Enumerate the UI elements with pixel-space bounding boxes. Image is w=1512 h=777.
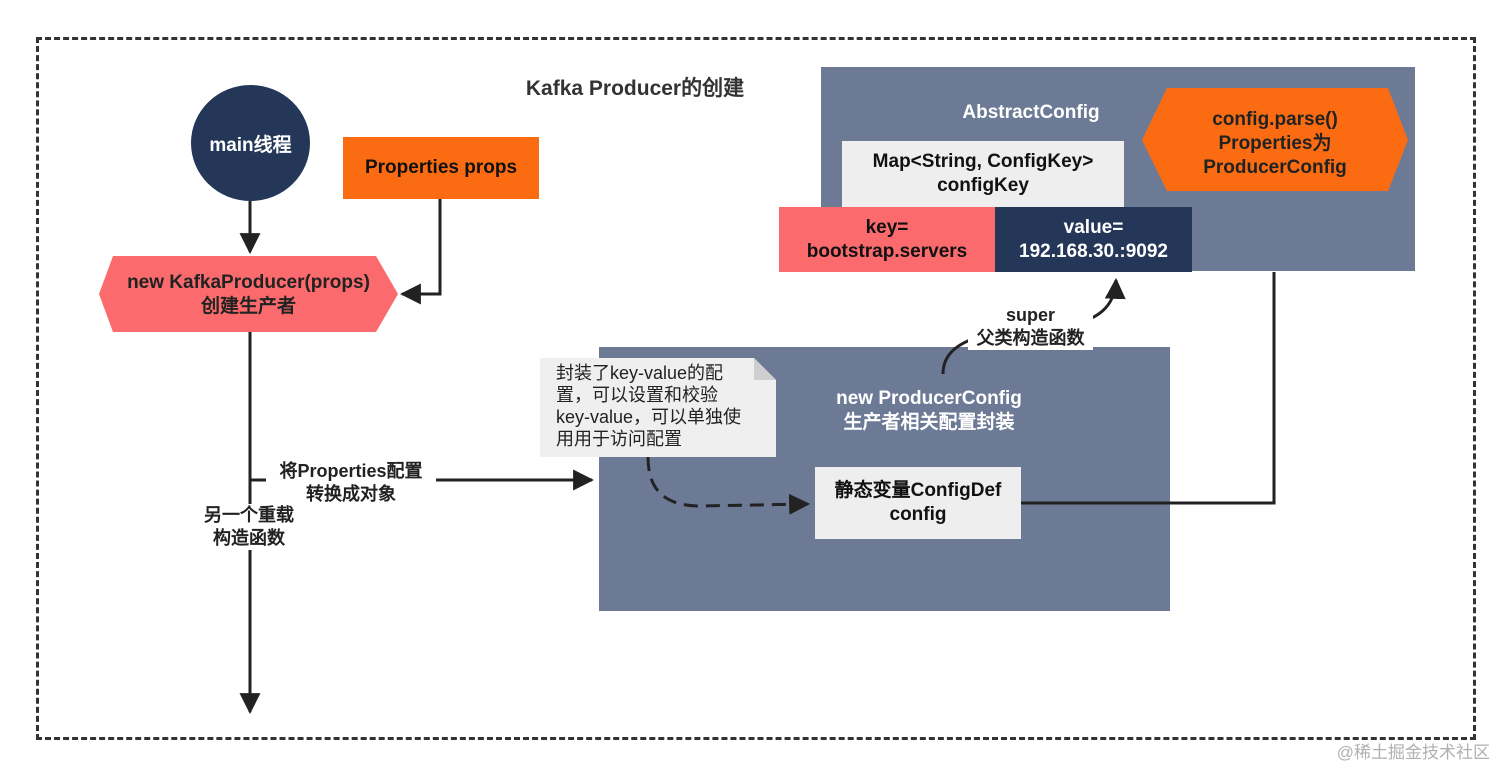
edge-label-overload-line-2: 构造函数 xyxy=(213,528,285,548)
abstract-config-label: AbstractConfig xyxy=(962,102,1100,123)
config-parse-line-1: config.parse() xyxy=(1212,109,1338,130)
properties-node: Properties props xyxy=(343,137,539,199)
new-producer-hexagon xyxy=(99,256,398,332)
edge-label-convert-line-2: 转换成对象 xyxy=(306,484,396,504)
edge-configdef-to-parse xyxy=(1021,272,1276,505)
edge-label-super-line-1: super xyxy=(1005,305,1056,325)
key-line-1: key= xyxy=(865,216,909,238)
key-line-2: bootstrap.servers xyxy=(806,240,968,262)
producer-config-line-2: 生产者相关配置封装 xyxy=(843,412,1015,433)
edge-label-super-line-2: 父类构造函数 xyxy=(976,328,1085,348)
config-def-node: 静态变量ConfigDef config xyxy=(815,467,1021,539)
properties-label: Properties props xyxy=(364,157,518,178)
config-parse-line-2: Properties为 xyxy=(1218,133,1332,154)
config-parse-line-3: ProducerConfig xyxy=(1203,157,1347,178)
edge-label-convert-line-1: 将Properties配置 xyxy=(279,461,423,481)
note-line-2: 置，可以设置和校验 xyxy=(556,385,718,405)
edge-label-convert: 将Properties配置 转换成对象 xyxy=(266,460,436,506)
edge-label-overload-line-1: 另一个重载 xyxy=(204,505,294,525)
note-card: 封装了key-value的配 置，可以设置和校验 key-value，可以单独使… xyxy=(540,358,776,457)
main-thread-node: main线程 xyxy=(191,85,310,201)
value-line-2: 192.168.30.:9092 xyxy=(1019,240,1168,262)
config-parse-hexagon xyxy=(1142,88,1408,191)
producer-config-line-1: new ProducerConfig xyxy=(836,388,1022,409)
note-line-1: 封装了key-value的配 xyxy=(556,363,724,383)
config-def-line-1: 静态变量ConfigDef xyxy=(834,480,1002,501)
map-config-key-node: Map<String, ConfigKey> configKey xyxy=(842,141,1124,207)
diagram-title: Kafka Producer的创建 xyxy=(525,77,745,100)
diagram-frame xyxy=(36,37,1476,740)
edge-note-to-configdef xyxy=(646,456,811,515)
note-line-3: key-value，可以单独使 xyxy=(556,407,742,427)
key-node: key= bootstrap.servers xyxy=(779,207,995,272)
map-config-key-line-1: Map<String, ConfigKey> xyxy=(872,151,1094,172)
note-line-4: 用用于访问配置 xyxy=(556,429,682,449)
new-producer-node: new KafkaProducer(props) 创建生产者 xyxy=(99,271,398,319)
edge-label-super: super 父类构造函数 xyxy=(968,304,1093,350)
config-parse-node: config.parse() Properties为 ProducerConfi… xyxy=(1142,108,1408,180)
edge-label-overload: 另一个重载 构造函数 xyxy=(193,504,305,550)
watermark: @稀土掘金技术社区 xyxy=(1336,743,1490,762)
new-producer-line-1: new KafkaProducer(props) xyxy=(127,272,370,293)
main-thread-label: main线程 xyxy=(209,134,292,156)
producer-config-label: new ProducerConfig 生产者相关配置封装 xyxy=(814,387,1044,435)
value-node: value= 192.168.30.:9092 xyxy=(995,207,1192,272)
value-line-1: value= xyxy=(1063,216,1124,238)
edge-properties-to-producer xyxy=(399,199,442,305)
new-producer-line-2: 创建生产者 xyxy=(200,296,296,317)
map-config-key-line-2: configKey xyxy=(937,175,1029,196)
config-def-line-2: config xyxy=(889,504,947,525)
